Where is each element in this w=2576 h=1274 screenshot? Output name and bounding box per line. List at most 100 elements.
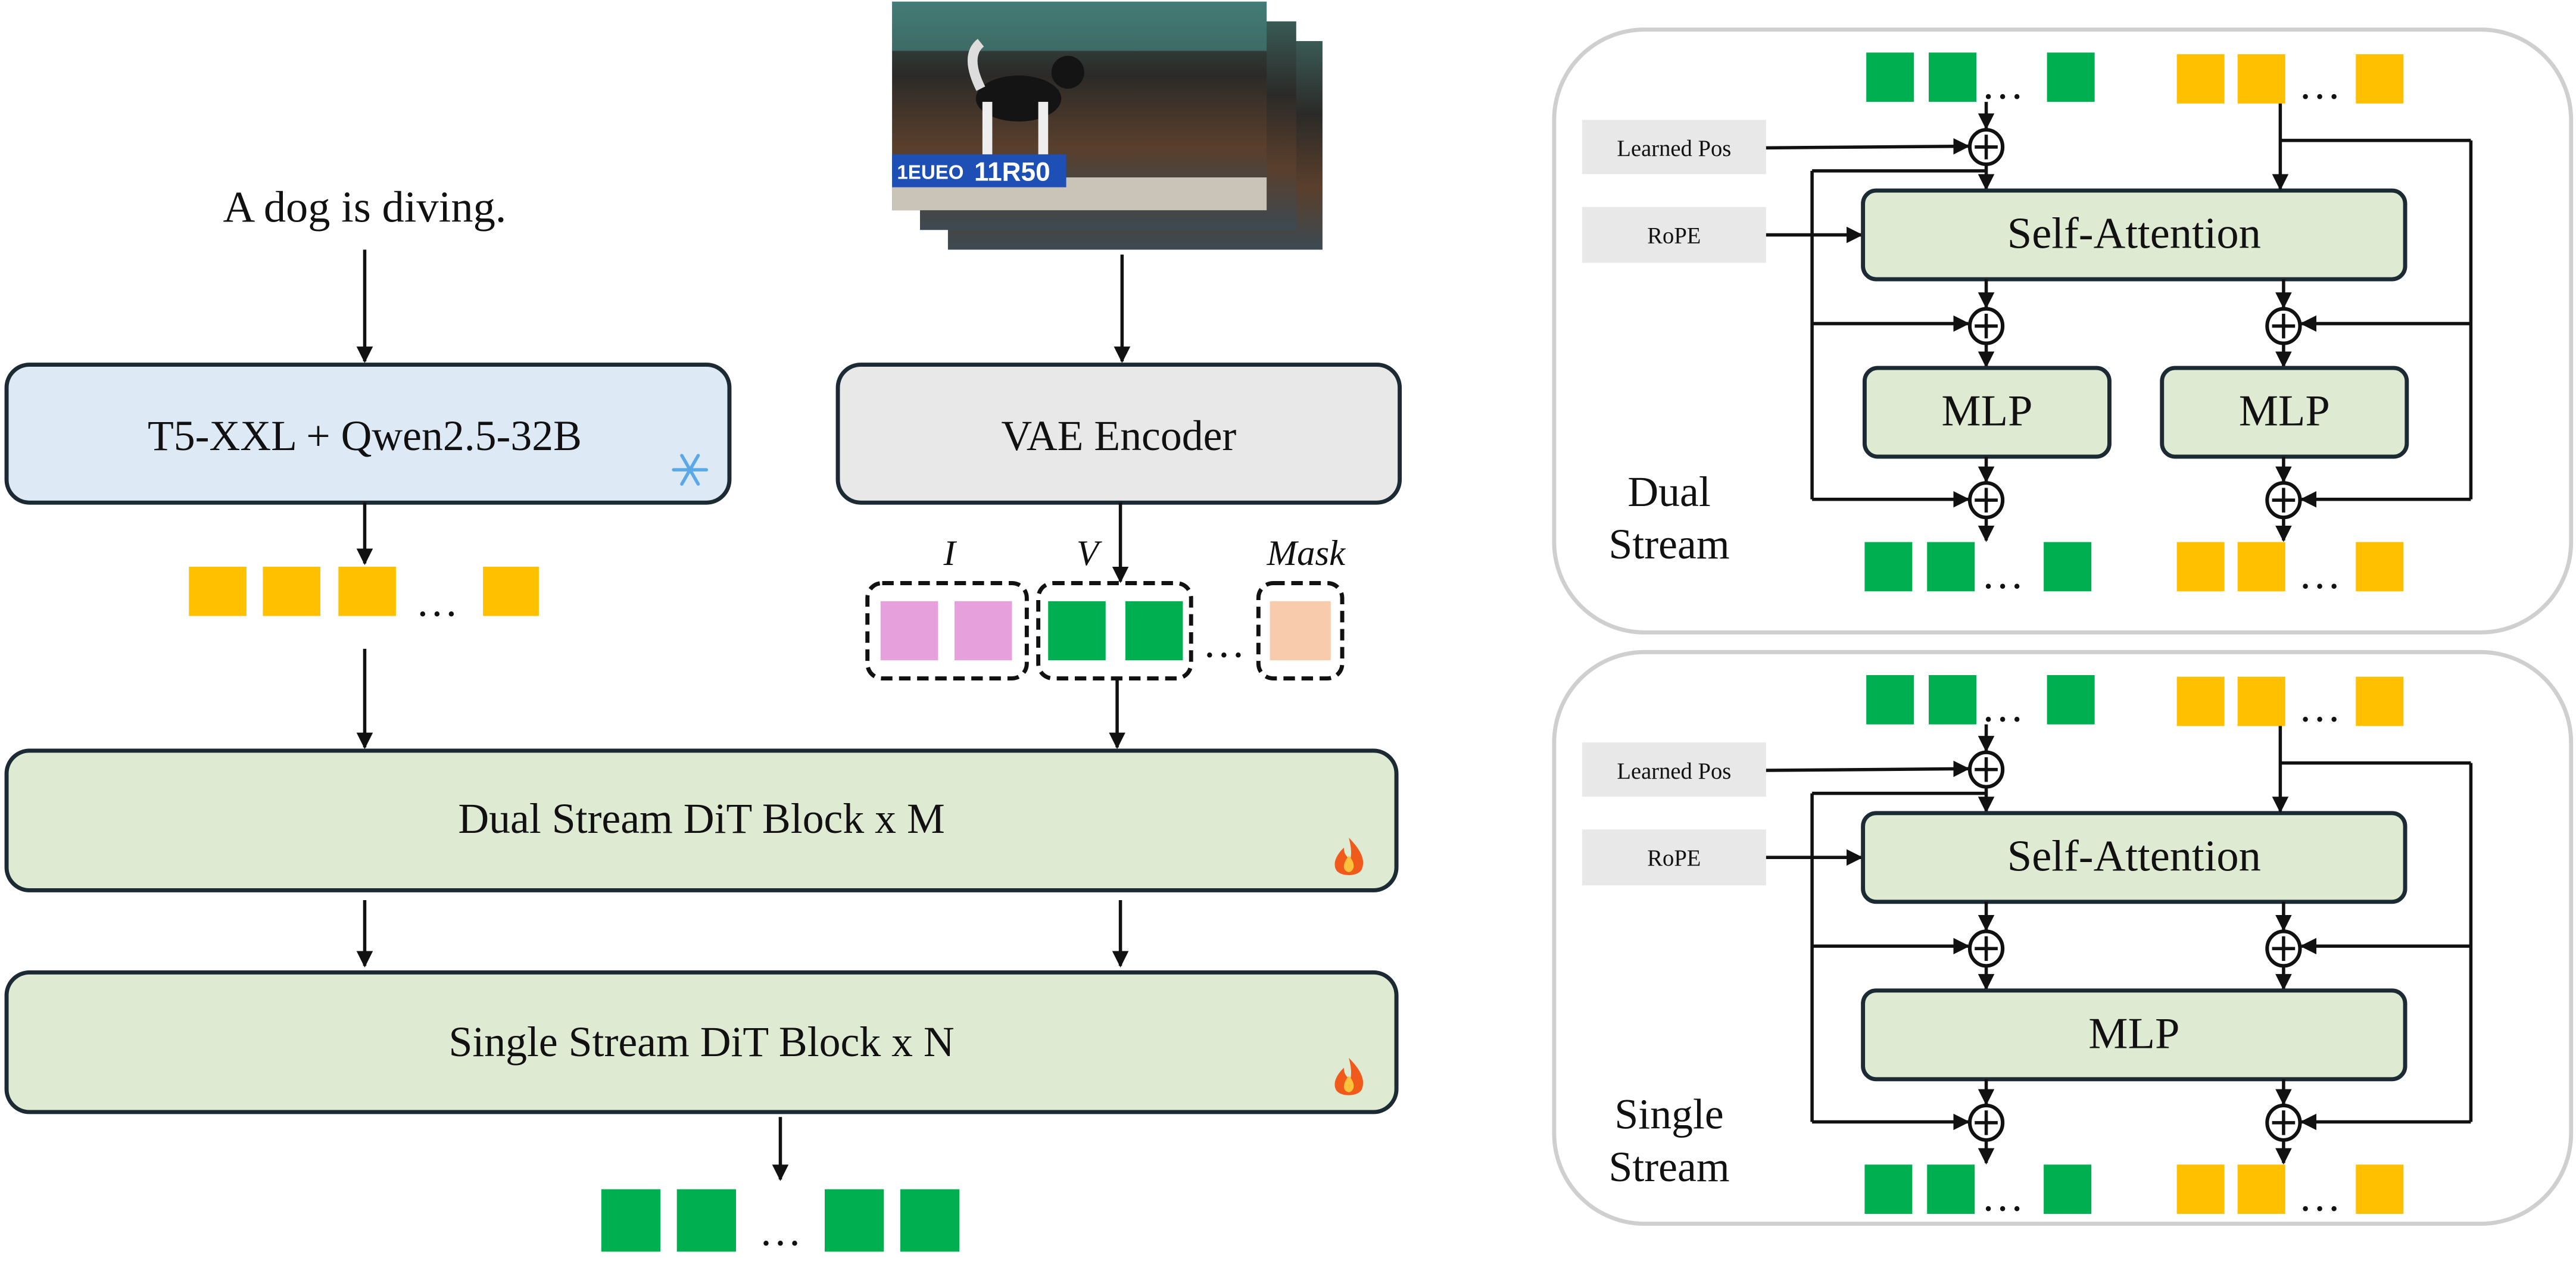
photo-banner-left: 1EUEO	[897, 162, 963, 184]
output-text-token	[2176, 542, 2225, 592]
output-video-token	[1864, 542, 1913, 592]
output-token	[900, 1189, 960, 1252]
video-token	[1048, 601, 1106, 661]
video-token	[1928, 52, 1976, 102]
dual-stream-block: Dual Stream DiT Block x M	[4, 748, 1399, 892]
learned-pos-box	[1582, 742, 1766, 797]
mlp-left-label: MLP	[1941, 387, 2032, 436]
learned-pos-label: Learned Pos	[1617, 136, 1731, 161]
output-video-token	[1864, 1164, 1913, 1214]
text-encoder-box: T5-XXL + Qwen2.5-32B	[4, 363, 732, 505]
mlp-label: MLP	[2088, 1009, 2179, 1058]
ellipsis: …	[1981, 61, 2024, 108]
photo-banner-right: 11R50	[974, 158, 1050, 187]
video-token	[2047, 675, 2095, 725]
vae-encoder-label: VAE Encoder	[1001, 412, 1236, 460]
self-attention-box	[1861, 188, 2407, 282]
ellipsis: …	[1203, 619, 1246, 667]
arrow	[1766, 760, 1970, 777]
add-operator-icon	[1967, 307, 2005, 345]
video-token	[1125, 601, 1183, 661]
add-operator-icon	[1967, 1103, 2005, 1142]
photo-banner	[892, 154, 1066, 188]
ellipsis: …	[416, 578, 459, 626]
mask-latent-label: Mask	[1267, 533, 1346, 573]
text-token	[2176, 676, 2225, 726]
single-stream-block-label: Single Stream DiT Block x N	[448, 1018, 954, 1066]
add-operator-icon	[1967, 127, 2005, 166]
self-attention-label: Self-Attention	[2007, 210, 2261, 258]
ellipsis: …	[2299, 683, 2341, 730]
output-video-token	[1927, 1164, 1975, 1214]
dual-stream-block-label: Dual Stream DiT Block x M	[458, 795, 944, 842]
output-video-token	[1927, 542, 1975, 592]
single-stream-block: Single Stream DiT Block x N	[4, 970, 1399, 1114]
snowflake-icon	[672, 454, 709, 486]
rope-label: RoPE	[1647, 846, 1701, 871]
text-encoder-label: T5-XXL + Qwen2.5-32B	[148, 412, 582, 460]
vae-encoder-box: VAE Encoder	[835, 363, 1402, 505]
add-operator-icon	[2265, 307, 2302, 345]
arrow	[1766, 138, 1970, 155]
image-token	[880, 601, 938, 661]
text-token	[338, 566, 396, 616]
output-token	[676, 1189, 736, 1252]
ellipsis: …	[759, 1207, 802, 1254]
add-operator-icon	[2265, 1103, 2302, 1142]
output-token	[601, 1189, 661, 1252]
output-text-token	[2237, 542, 2285, 592]
text-token	[2176, 54, 2225, 104]
image-latent-group	[865, 581, 1029, 680]
panel-title-line1: Dual	[1627, 468, 1710, 516]
self-attention-box	[1861, 811, 2407, 904]
output-token	[824, 1189, 884, 1252]
video-token	[1928, 675, 1976, 725]
ellipsis: …	[2299, 1172, 2341, 1220]
ellipsis: …	[1981, 550, 2024, 598]
text-tokens	[189, 566, 539, 616]
ellipsis: …	[1981, 683, 2024, 730]
prompt-text: A dog is diving.	[223, 183, 507, 232]
panel-title-line2: Stream	[1608, 520, 1729, 568]
add-operator-icon	[1967, 929, 2005, 968]
mlp-box	[1861, 988, 2407, 1082]
video-latent-group	[1036, 581, 1193, 680]
add-operator-icon	[1967, 481, 2005, 520]
output-video-token	[2044, 542, 2092, 592]
mask-latent-group	[1256, 581, 1345, 680]
image-token	[954, 601, 1012, 661]
text-token	[189, 566, 247, 616]
image-latent-label: I	[943, 533, 958, 573]
rope-box	[1582, 207, 1766, 263]
ellipsis: …	[1981, 1172, 2024, 1220]
text-token	[2356, 676, 2404, 726]
panel-frame	[1552, 27, 2574, 635]
add-operator-icon	[2265, 929, 2302, 968]
text-token	[2356, 54, 2404, 104]
output-video-token	[2044, 1164, 2092, 1214]
video-latent-label: V	[1077, 533, 1102, 573]
panel-title-line1: Single	[1614, 1091, 1723, 1138]
fire-icon	[1334, 838, 1364, 875]
text-token	[263, 566, 320, 616]
dog-figure	[968, 39, 1084, 155]
learned-pos-label: Learned Pos	[1617, 759, 1731, 784]
ellipsis: …	[2299, 550, 2341, 598]
video-token	[1866, 52, 1914, 102]
text-token	[2237, 54, 2285, 104]
text-token	[2237, 676, 2285, 726]
ellipsis: …	[2299, 61, 2341, 108]
mask-token	[1270, 601, 1331, 661]
input-video-frames: 1EUEO 11R50	[892, 1, 1323, 250]
output-tokens	[601, 1189, 960, 1252]
mlp-right-label: MLP	[2239, 387, 2330, 436]
video-token	[2047, 52, 2095, 102]
rope-box	[1582, 829, 1766, 886]
video-token	[1866, 675, 1914, 725]
learned-pos-box	[1582, 120, 1766, 174]
add-operator-icon	[2265, 481, 2302, 520]
fire-icon	[1334, 1057, 1364, 1095]
